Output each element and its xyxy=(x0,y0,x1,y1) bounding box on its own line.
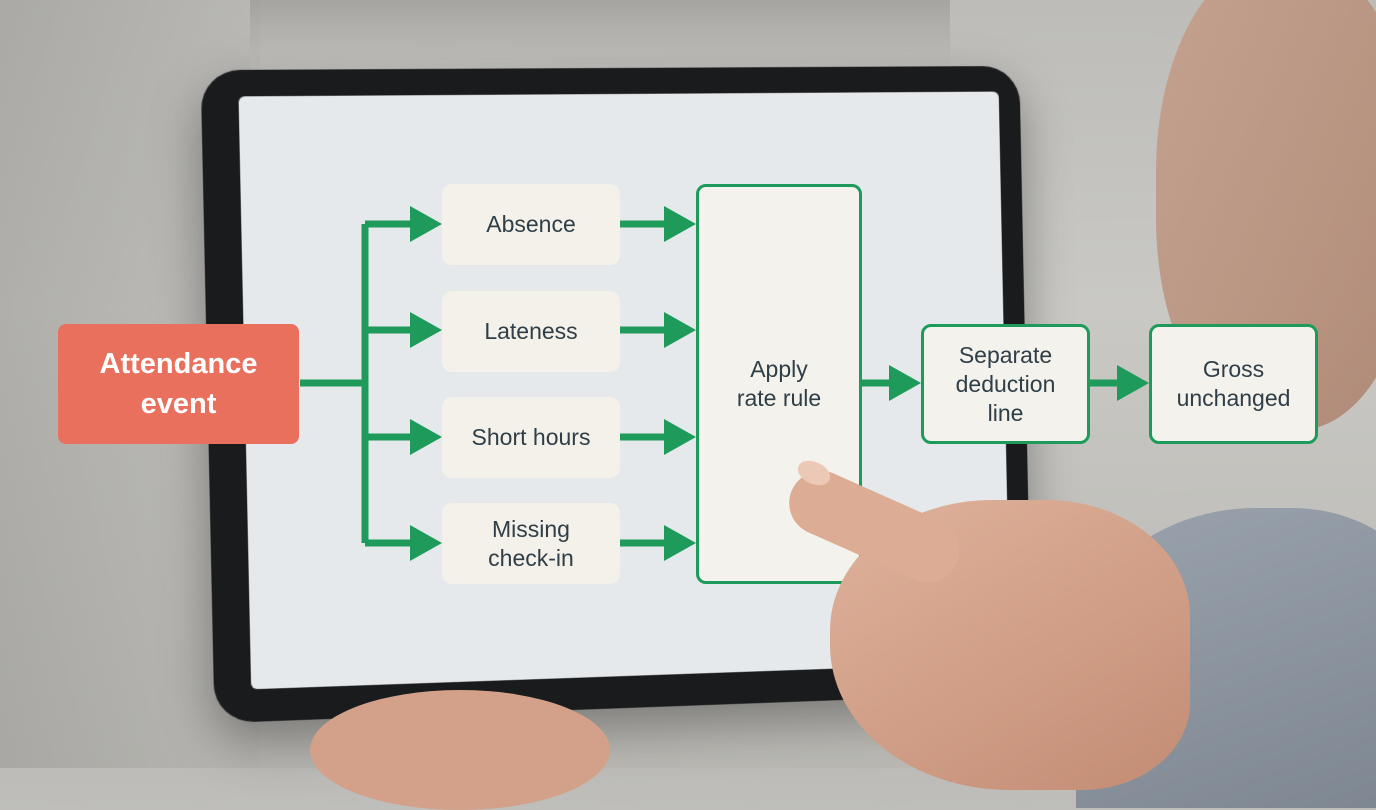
arrowhead xyxy=(664,525,696,561)
arrowhead xyxy=(664,312,696,348)
category-lateness: Lateness xyxy=(442,291,620,372)
category-short-hours: Short hours xyxy=(442,397,620,478)
flow-connectors xyxy=(300,206,1149,561)
separate-deduction-line-node: Separate deduction line xyxy=(921,324,1090,444)
arrowhead xyxy=(664,419,696,455)
arrowhead xyxy=(889,365,921,401)
category-absence: Absence xyxy=(442,184,620,265)
background-blur-top xyxy=(250,0,950,70)
gross-unchanged-node: Gross unchanged xyxy=(1149,324,1318,444)
arrowhead xyxy=(410,419,442,455)
arrowhead xyxy=(410,312,442,348)
arrowhead xyxy=(410,525,442,561)
arrowhead xyxy=(1117,365,1149,401)
arrowhead xyxy=(664,206,696,242)
attendance-event-node: Attendance event xyxy=(58,324,299,444)
category-missing-check-in: Missing check-in xyxy=(442,503,620,584)
arrowhead xyxy=(410,206,442,242)
